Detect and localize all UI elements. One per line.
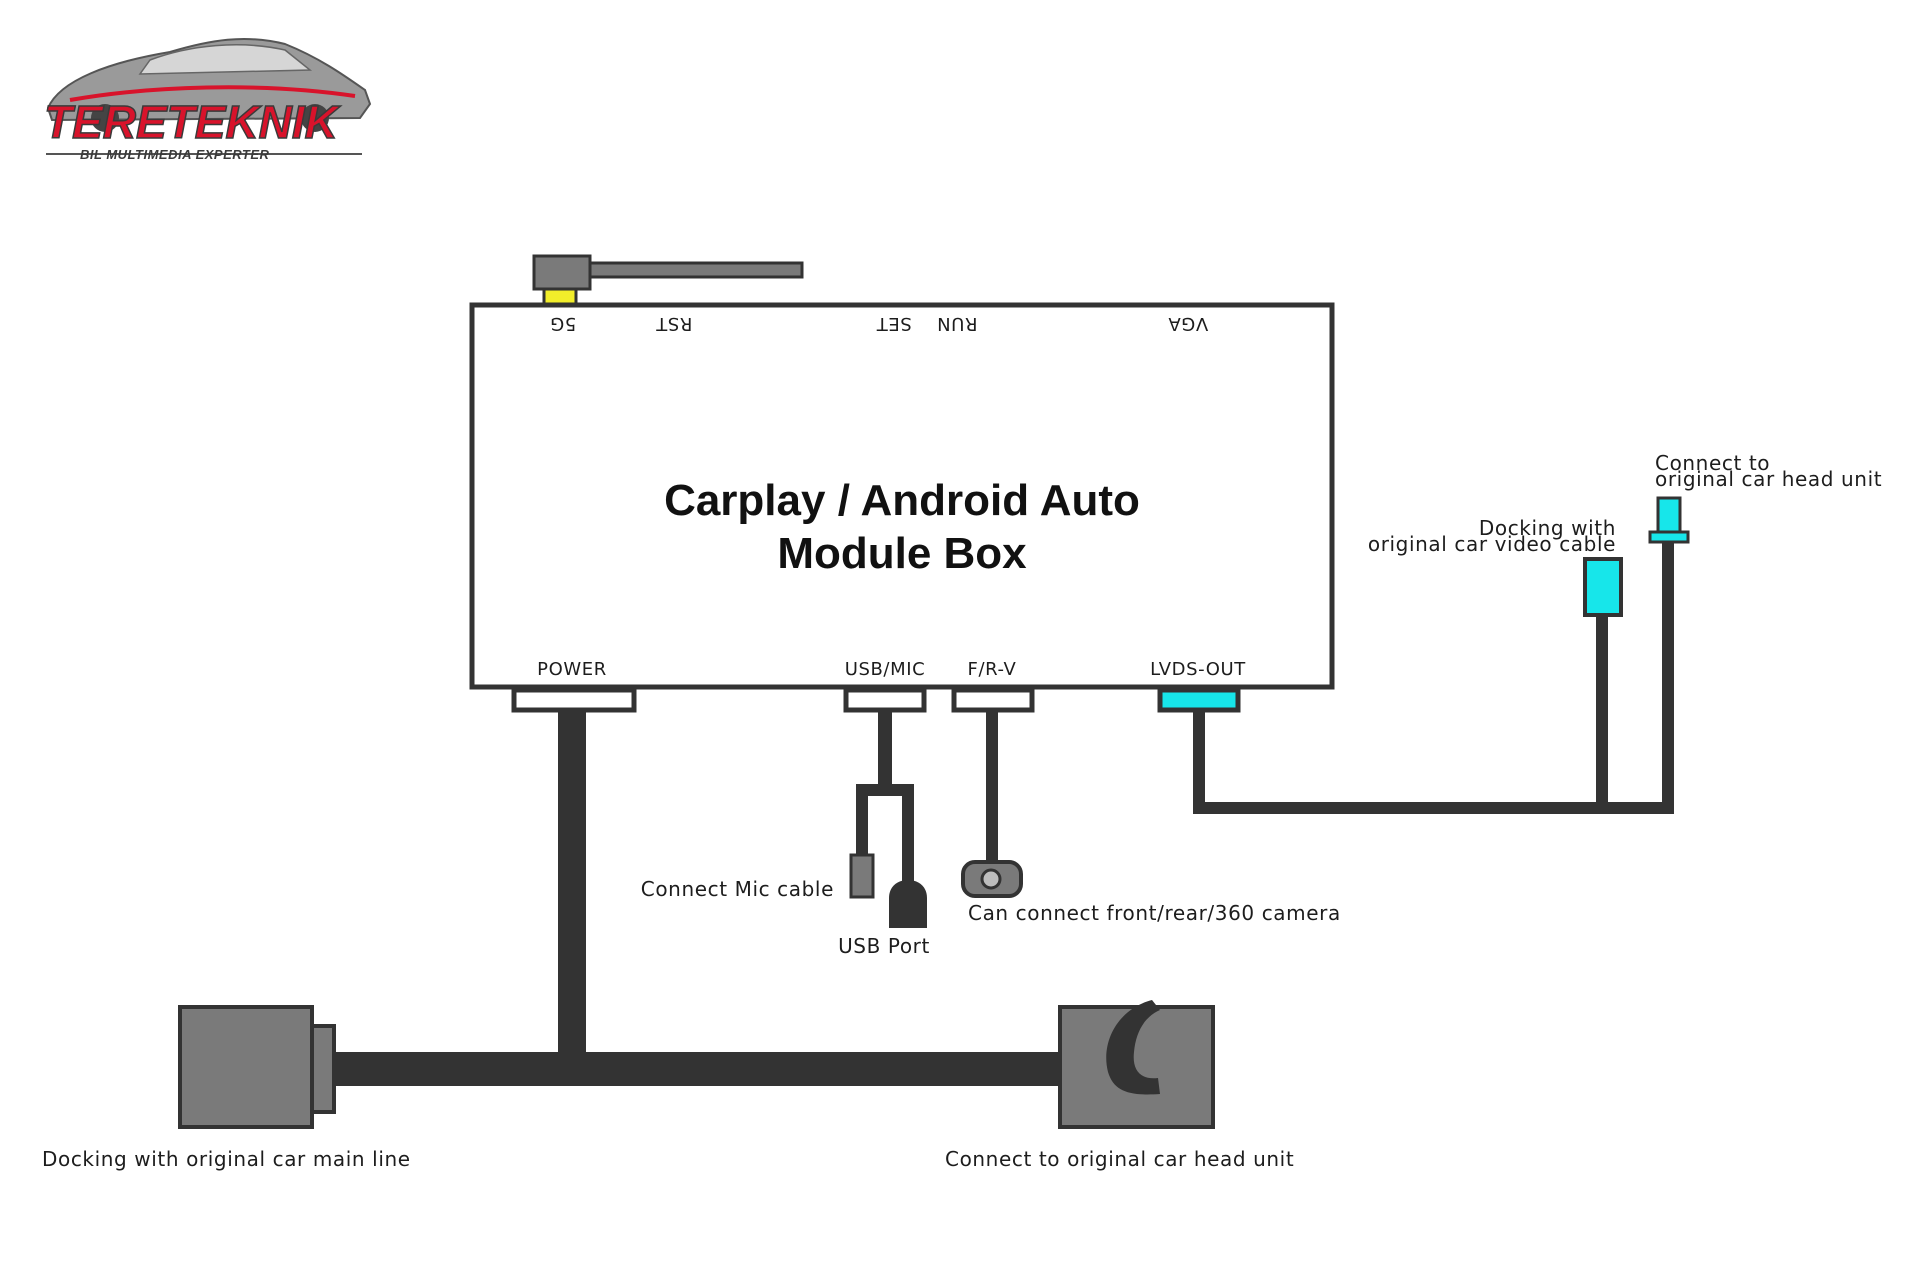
logo-brand: TERETEKNIK xyxy=(44,96,341,148)
port-usb-mic-label: USB/MIC xyxy=(845,659,926,680)
label-camera: Can connect front/rear/360 camera xyxy=(968,901,1341,925)
usb-mic-splitter xyxy=(856,784,914,892)
top-port-labels: 5G RST SET RUN VGA xyxy=(550,313,1209,334)
logo-car-roof xyxy=(138,44,313,75)
logo-car-wheel-front xyxy=(91,104,119,132)
module-title-line2: Module Box xyxy=(777,529,1027,578)
camera-connector-lens xyxy=(980,868,1002,890)
head-unit-video-connector-base xyxy=(1648,530,1690,544)
main-line-connector-collar xyxy=(310,1024,336,1114)
label-docking-video-line2: original car video cable xyxy=(1368,532,1616,556)
head-unit-video-connector xyxy=(1656,496,1682,534)
port-frv-socket xyxy=(951,687,1035,713)
port-frv-label: F/R-V xyxy=(968,659,1017,680)
antenna-rod xyxy=(576,261,804,279)
label-usb-port: USB Port xyxy=(838,934,930,958)
camera-cable xyxy=(986,710,998,862)
port-usb-mic-socket xyxy=(843,687,927,713)
label-connect-to-line1: Connect to xyxy=(1655,451,1770,475)
antenna-head xyxy=(532,254,592,291)
label-main-line: Docking with original car main line xyxy=(42,1147,411,1171)
port-vga-label: VGA xyxy=(1168,313,1208,334)
main-line-connector xyxy=(178,1005,314,1129)
camera-harness xyxy=(961,710,1023,898)
video-cable-connector xyxy=(1583,557,1623,617)
module-box xyxy=(469,302,1335,690)
logo-tagline: BIL MULTIMEDIA EXPERTER xyxy=(80,147,270,162)
lvds-harness xyxy=(1193,496,1690,814)
tereteknik-logo: TERETEKNIK BIL MULTIMEDIA EXPERTER xyxy=(43,37,372,162)
logo-car-redline xyxy=(69,85,356,102)
lvds-branch-cable xyxy=(1596,615,1608,810)
usb-plug xyxy=(889,880,927,928)
power-harness xyxy=(178,710,1215,1129)
port-run-label: RUN xyxy=(937,313,978,334)
port-5g-label: 5G xyxy=(550,313,577,334)
head-unit-connector-clip xyxy=(1106,1000,1160,1095)
label-docking-video-line1: Docking with xyxy=(1479,516,1616,540)
port-lvds-out-label: LVDS-OUT xyxy=(1150,659,1246,680)
module-title-line1: Carplay / Android Auto xyxy=(664,476,1140,525)
label-connect-to-line2: original car head unit xyxy=(1655,467,1882,491)
antenna-connector xyxy=(532,254,804,307)
usb-mic-harness xyxy=(849,710,927,928)
port-set-label: SET xyxy=(876,313,912,334)
label-head-unit: Connect to original car head unit xyxy=(945,1147,1294,1171)
port-lvds-out-socket xyxy=(1157,687,1241,713)
power-cable-vertical xyxy=(558,710,586,1060)
port-power-label: POWER xyxy=(537,659,607,680)
port-power-socket xyxy=(511,687,637,713)
usb-mic-cable xyxy=(878,710,892,788)
mic-plug xyxy=(849,853,875,899)
main-harness-cable xyxy=(335,1052,1065,1086)
lvds-cable xyxy=(1193,540,1674,814)
label-mic-cable: Connect Mic cable xyxy=(641,877,834,901)
logo-car-wheel-rear xyxy=(301,104,329,132)
port-rst-label: RST xyxy=(655,313,692,334)
